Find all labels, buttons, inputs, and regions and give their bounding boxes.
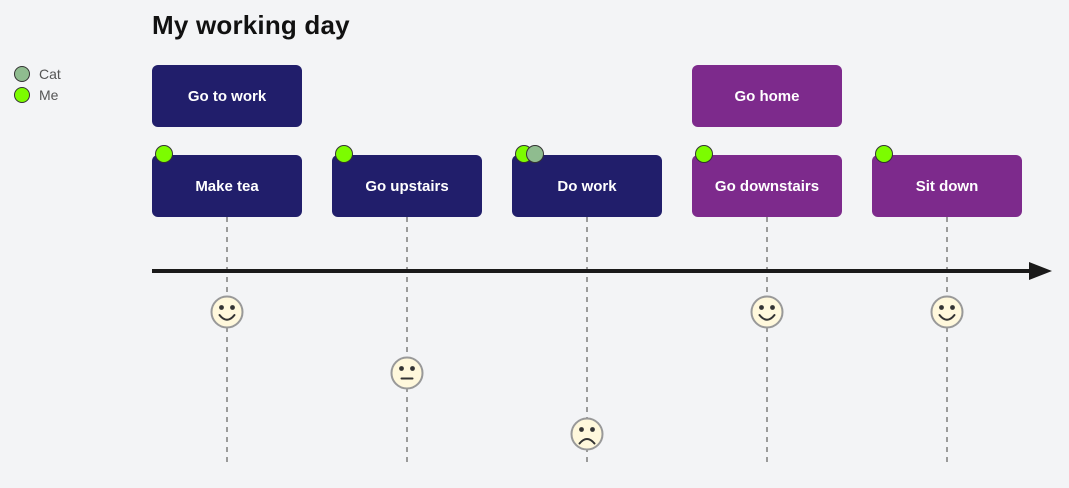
- section-label: Go home: [734, 87, 800, 105]
- happy-face-icon: [930, 295, 964, 329]
- section-box-go-to-work: Go to work: [152, 65, 302, 127]
- task-label: Go upstairs: [365, 177, 449, 195]
- diagram-title: My working day: [152, 10, 350, 40]
- sad-face-icon: [570, 417, 604, 451]
- happy-face-icon: [750, 295, 784, 329]
- guide-line-make-tea: [226, 217, 228, 462]
- legend-label-me: Me: [39, 86, 59, 103]
- task-box-make-tea: Make tea: [152, 145, 302, 217]
- task-box-do-work: Do work: [512, 145, 662, 217]
- task-label: Make tea: [195, 177, 259, 195]
- me-actor-dot-icon: [335, 145, 353, 163]
- legend-item-cat: Cat: [14, 63, 61, 84]
- section-box-go-home: Go home: [692, 65, 842, 127]
- me-actor-dot-icon: [695, 145, 713, 163]
- cat-actor-dot-icon: [526, 145, 544, 163]
- me-actor-dot-icon: [875, 145, 893, 163]
- legend-item-me: Me: [14, 84, 61, 105]
- task-box-go-downstairs: Go downstairs: [692, 145, 842, 217]
- task-label: Go downstairs: [714, 177, 820, 195]
- task-box-sit-down: Sit down: [872, 145, 1022, 217]
- legend-label-cat: Cat: [39, 65, 61, 82]
- timeline-arrowhead-icon: [1029, 262, 1052, 280]
- neutral-face-icon: [390, 356, 424, 390]
- section-label: Go to work: [187, 87, 267, 105]
- task-label: Do work: [557, 177, 617, 195]
- guide-line-sit-down: [946, 217, 948, 462]
- me-actor-dot-icon: [155, 145, 173, 163]
- guide-line-go-upstairs: [406, 217, 408, 462]
- me-actor-dot-icon: [14, 86, 30, 103]
- guide-line-do-work: [586, 217, 588, 462]
- guide-line-go-downstairs: [766, 217, 768, 462]
- happy-face-icon: [210, 295, 244, 329]
- timeline-axis: [152, 269, 1030, 273]
- task-label: Sit down: [915, 177, 979, 195]
- legend: Cat Me: [14, 63, 61, 105]
- task-box-go-upstairs: Go upstairs: [332, 145, 482, 217]
- cat-actor-dot-icon: [14, 65, 30, 82]
